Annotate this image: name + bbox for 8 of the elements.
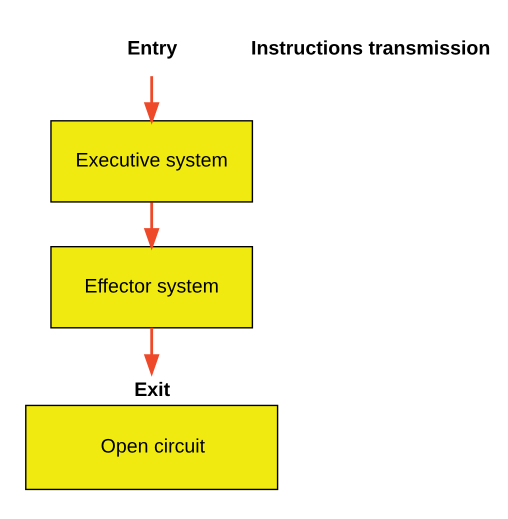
- arrow: [143, 327, 160, 376]
- arrow: [143, 76, 160, 124]
- node-text: Entry: [126, 37, 177, 60]
- node-box: Executive system: [50, 120, 253, 202]
- label: Instructions transmission: [250, 37, 490, 60]
- node-box: Effector system: [50, 246, 253, 328]
- node-label: Exit: [134, 378, 170, 400]
- arrow: [143, 202, 160, 250]
